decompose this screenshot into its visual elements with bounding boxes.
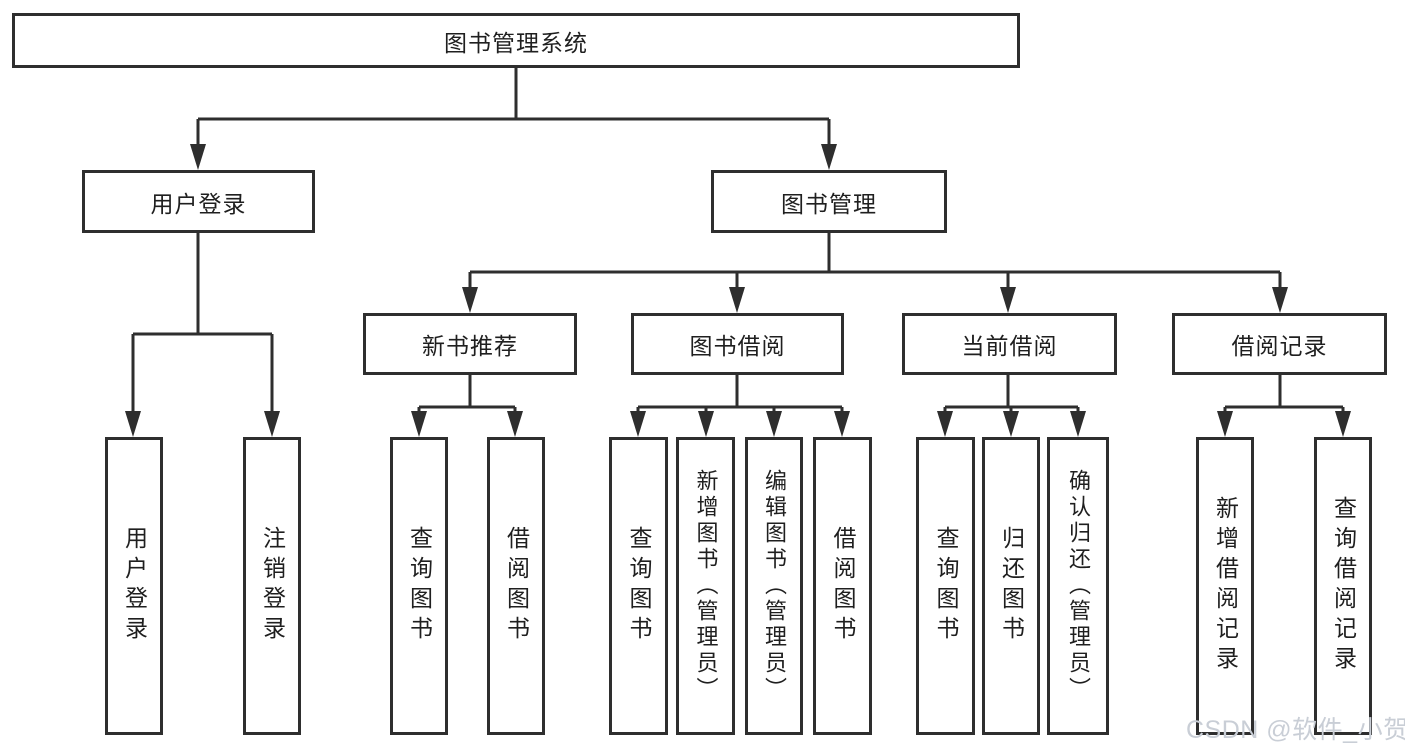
leaf-borrow-books-1-label: 借阅图书 [503,526,530,646]
leaf-return-books: 归还图书 [982,437,1040,735]
arrow-down-icon [821,144,837,170]
arrow-down-icon [411,411,427,437]
node-book-management: 图书管理 [711,170,947,233]
arrow-down-icon [1217,411,1233,437]
arrow-down-icon [507,411,523,437]
leaf-query-borrow-record: 查询借阅记录 [1314,437,1372,735]
leaf-logout: 注销登录 [243,437,301,735]
leaf-query-books-2-label: 查询图书 [626,526,652,646]
leaf-return-books-label: 归还图书 [998,526,1025,646]
connector-book-borrowing [630,375,850,437]
arrow-down-icon [1070,411,1086,437]
connector-root [190,68,837,170]
node-new-book-recommend: 新书推荐 [363,313,577,375]
arrow-down-icon [630,411,646,437]
arrow-down-icon [698,411,714,437]
connector-borrowing-records [1217,375,1351,437]
arrow-down-icon [729,287,745,313]
new-book-recommend-label: 新书推荐 [422,333,518,359]
leaf-add-borrow-record: 新增借阅记录 [1196,437,1254,735]
arrow-down-icon [264,411,280,437]
connector-current-borrowing [937,375,1086,437]
arrow-down-icon [937,411,953,437]
leaf-query-borrow-record-label: 查询借阅记录 [1330,496,1357,676]
leaf-user-login-label: 用户登录 [121,526,148,646]
connector-new-book-recommend [411,375,523,437]
leaf-borrow-books-2: 借阅图书 [813,437,872,735]
leaf-borrow-books-2-label: 借阅图书 [830,526,856,646]
leaf-query-books-3-label: 查询图书 [933,526,959,646]
arrow-down-icon [1000,287,1016,313]
book-management-label: 图书管理 [781,190,877,217]
csdn-watermark: CSDN @软件_小贺同学 [1186,716,1405,744]
leaf-query-books-3: 查询图书 [916,437,975,735]
arrow-down-icon [1003,411,1019,437]
root-title-label: 图书管理系统 [444,29,588,56]
leaf-confirm-return-admin: 确认归还（管理员） [1047,437,1109,735]
leaf-add-books-admin-label: 新增图书（管理员） [693,469,719,703]
leaf-query-books-1-label: 查询图书 [406,526,433,646]
arrow-down-icon [462,287,478,313]
leaf-query-books-1: 查询图书 [390,437,448,735]
arrow-down-icon [766,411,782,437]
leaf-add-books-admin: 新增图书（管理员） [676,437,735,735]
connector-book-management [462,233,1288,313]
leaf-confirm-return-admin-label: 确认归还（管理员） [1066,469,1091,703]
connector-user-login [125,233,280,437]
leaf-edit-books-admin-label: 编辑图书（管理员） [762,469,787,703]
arrow-down-icon [1272,287,1288,313]
leaf-logout-label: 注销登录 [259,526,286,646]
arrow-down-icon [1335,411,1351,437]
leaf-edit-books-admin: 编辑图书（管理员） [745,437,803,735]
book-borrowing-label: 图书借阅 [689,333,786,359]
leaf-add-borrow-record-label: 新增借阅记录 [1212,496,1239,676]
arrow-down-icon [190,144,206,170]
arrow-down-icon [125,411,141,437]
node-user-login: 用户登录 [82,170,315,233]
user-login-label: 用户登录 [150,190,247,217]
leaf-query-books-2: 查询图书 [609,437,668,735]
node-current-borrowing: 当前借阅 [902,313,1117,375]
leaf-borrow-books-1: 借阅图书 [487,437,545,735]
arrow-down-icon [834,411,850,437]
leaf-user-login: 用户登录 [105,437,163,735]
node-borrowing-records: 借阅记录 [1172,313,1387,375]
borrowing-records-label: 借阅记录 [1231,333,1328,359]
node-root-title: 图书管理系统 [12,13,1020,68]
current-borrowing-label: 当前借阅 [961,333,1058,359]
node-book-borrowing: 图书借阅 [631,313,844,375]
